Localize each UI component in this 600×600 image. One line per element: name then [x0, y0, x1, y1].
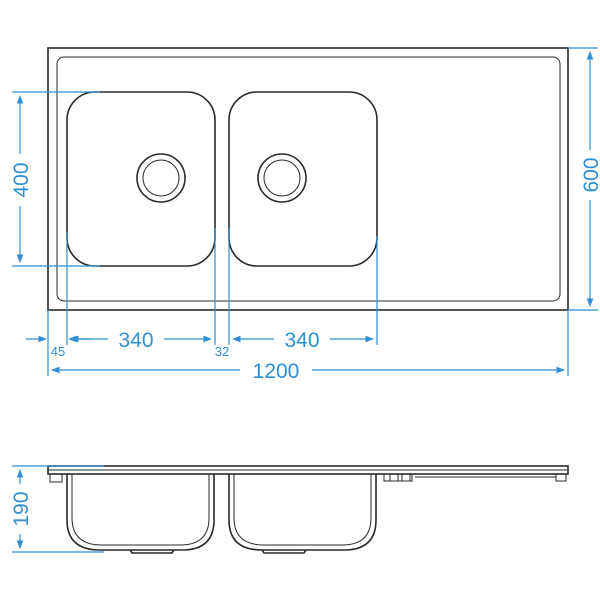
left-bowl [66, 91, 216, 267]
sink-outer-outline [47, 47, 569, 311]
left-bowl-profile [66, 474, 215, 551]
right-drain-outer [257, 153, 307, 203]
left-drain-outer [136, 153, 186, 203]
right-bowl-profile [228, 474, 377, 551]
dim-extension-lines [47, 228, 569, 376]
dim-edge-offset: 45 [26, 335, 90, 359]
left-drain-inner [142, 159, 180, 197]
right-drain-inner [263, 159, 301, 197]
top-view [47, 47, 569, 311]
dim-bowl-height: 190 [10, 465, 104, 553]
edge-offset-label: 45 [51, 344, 65, 359]
sink-inner-rim [56, 56, 561, 302]
left-drain-profile [129, 549, 175, 554]
dim-bowl-width-left: 340 [70, 329, 212, 352]
right-drain-profile [261, 549, 307, 554]
dim-bowl-gap: 32 [215, 344, 229, 359]
side-view [47, 465, 569, 554]
overall-depth-label: 600 [580, 157, 600, 192]
dim-overall-width: 1200 [51, 360, 565, 383]
dim-overall-depth: 600 [568, 47, 600, 311]
bowl-height-label: 190 [10, 491, 33, 526]
bowl-length-label: 400 [10, 162, 33, 197]
bowl-width-left-label: 340 [118, 329, 153, 352]
bowl-gap-label: 32 [215, 344, 229, 359]
right-bowl [228, 91, 378, 267]
bowl-width-right-label: 340 [284, 329, 319, 352]
overall-width-label: 1200 [253, 360, 300, 383]
dim-bowl-length: 400 [10, 91, 100, 267]
dim-bowl-width-right: 340 [232, 329, 374, 352]
